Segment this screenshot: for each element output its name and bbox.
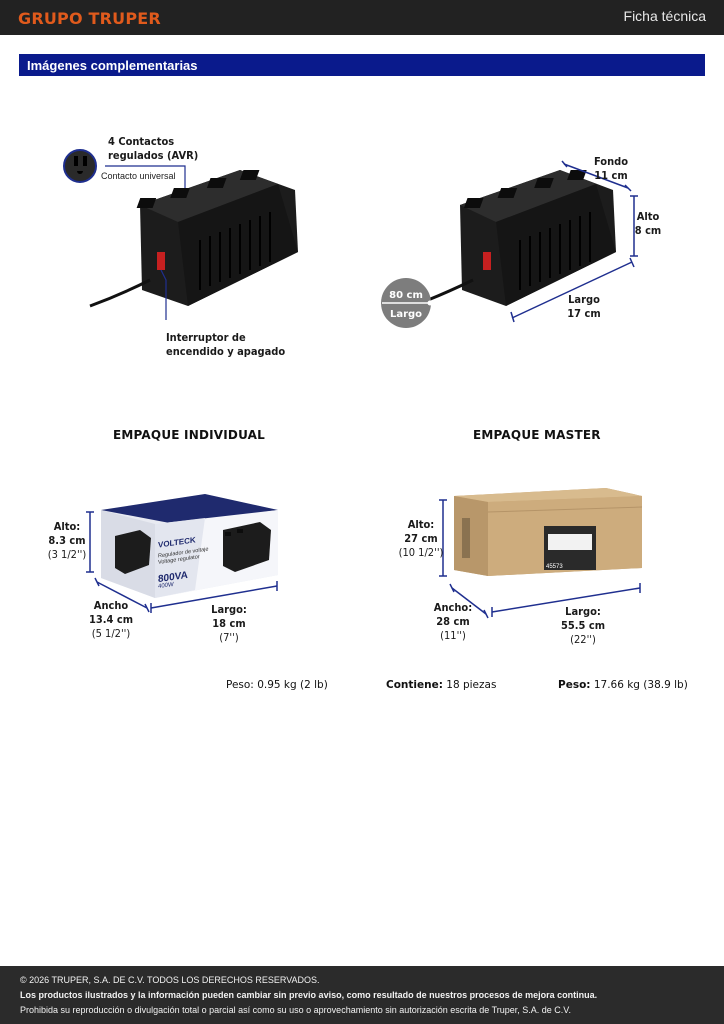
alto-value: 8 cm	[634, 224, 662, 237]
section-header: Imágenes complementarias	[19, 54, 705, 76]
individual-weight: Peso: 0.95 kg (2 lb)	[226, 679, 328, 691]
document-type: Ficha técnica	[623, 8, 706, 24]
master-largo-in: (22'')	[570, 633, 596, 646]
master-largo-cm: 55.5 cm	[560, 619, 606, 632]
master-ancho-in: (11'')	[440, 629, 466, 642]
cable-length-label: Largo	[390, 309, 422, 320]
master-pack-title: EMPAQUE MASTER	[473, 428, 601, 442]
master-ancho-dimension: Ancho: 28 cm (11'')	[430, 601, 476, 643]
master-ancho-cm: 28 cm	[436, 615, 470, 628]
contacts-label-line2: regulados (AVR)	[108, 149, 199, 162]
master-alto-cm: 27 cm	[404, 532, 438, 545]
footer-copyright: © 2026 TRUPER, S.A. DE C.V. TODOS LOS DE…	[20, 975, 320, 985]
individual-ancho-in: (5 1/2'')	[91, 627, 131, 640]
individual-alto-in: (3 1/2'')	[47, 548, 87, 561]
product-illustration-dimensions	[381, 160, 638, 328]
largo-label: Largo	[568, 293, 600, 306]
master-alto-dimension: Alto: 27 cm (10 1/2'')	[398, 518, 444, 560]
master-box-code: 45573	[546, 564, 563, 570]
individual-largo-dimension: Largo: 18 cm (7'')	[206, 603, 252, 645]
master-largo-label: Largo:	[565, 605, 601, 618]
master-largo-dimension: Largo: 55.5 cm (22'')	[556, 605, 610, 647]
largo-dimension: Largo 17 cm	[560, 293, 608, 321]
master-contains: Contiene: 18 piezas	[386, 679, 496, 691]
individual-ancho-dimension: Ancho 13.4 cm (5 1/2'')	[88, 599, 134, 641]
individual-largo-cm: 18 cm	[212, 617, 246, 630]
fondo-label: Fondo	[593, 155, 629, 168]
master-contains-value: 18 piezas	[446, 679, 497, 691]
fondo-value: 11 cm	[594, 169, 628, 182]
master-ancho-label: Ancho:	[433, 601, 473, 614]
master-alto-in: (10 1/2'')	[398, 546, 444, 559]
switch-label: Interruptor de encendido y apagado	[166, 331, 285, 359]
individual-weight-label: Peso:	[226, 679, 254, 691]
master-alto-label: Alto:	[407, 518, 435, 531]
section-title: Imágenes complementarias	[27, 58, 198, 73]
individual-alto-cm: 8.3 cm	[48, 534, 86, 547]
master-contains-label: Contiene:	[386, 679, 443, 691]
master-box-illustration	[439, 488, 643, 619]
master-weight: Peso: 17.66 kg (38.9 lb)	[558, 679, 688, 691]
footer-restriction: Prohibida su reproducción o divulgación …	[20, 1005, 571, 1015]
universal-outlet-label: Contacto universal	[101, 171, 176, 181]
master-weight-label: Peso:	[558, 679, 591, 691]
individual-weight-value: 0.95 kg (2 lb)	[257, 679, 328, 691]
individual-alto-label: Alto:	[53, 520, 81, 533]
contacts-label-line1: 4 Contactos	[108, 135, 175, 148]
individual-largo-label: Largo:	[211, 603, 247, 616]
master-weight-value: 17.66 kg (38.9 lb)	[593, 679, 688, 691]
brand-logo: GRUPO TRUPER	[18, 9, 161, 28]
switch-label-line2: encendido y apagado	[166, 345, 286, 358]
top-bar: GRUPO TRUPER Ficha técnica	[0, 0, 724, 35]
footer: © 2026 TRUPER, S.A. DE C.V. TODOS LOS DE…	[0, 966, 724, 1024]
alto-label: Alto	[636, 210, 660, 223]
cable-length-value: 80 cm	[389, 290, 423, 301]
cable-length-badge: 80 cm Largo	[389, 290, 423, 320]
individual-ancho-cm: 13.4 cm	[88, 613, 134, 626]
alto-dimension: Alto 8 cm	[630, 210, 666, 238]
individual-largo-in: (7'')	[219, 631, 239, 644]
switch-label-line1: Interruptor de	[166, 331, 246, 344]
fondo-dimension: Fondo 11 cm	[588, 155, 634, 183]
contacts-label: 4 Contactos regulados (AVR)	[108, 135, 198, 163]
individual-ancho-label: Ancho	[93, 599, 129, 612]
individual-box-illustration	[86, 494, 278, 613]
footer-notice: Los productos ilustrados y la informació…	[20, 990, 598, 1000]
largo-value: 17 cm	[567, 307, 601, 320]
individual-pack-title: EMPAQUE INDIVIDUAL	[113, 428, 265, 442]
individual-alto-dimension: Alto: 8.3 cm (3 1/2'')	[46, 520, 88, 562]
product-illustration-features	[63, 149, 298, 320]
